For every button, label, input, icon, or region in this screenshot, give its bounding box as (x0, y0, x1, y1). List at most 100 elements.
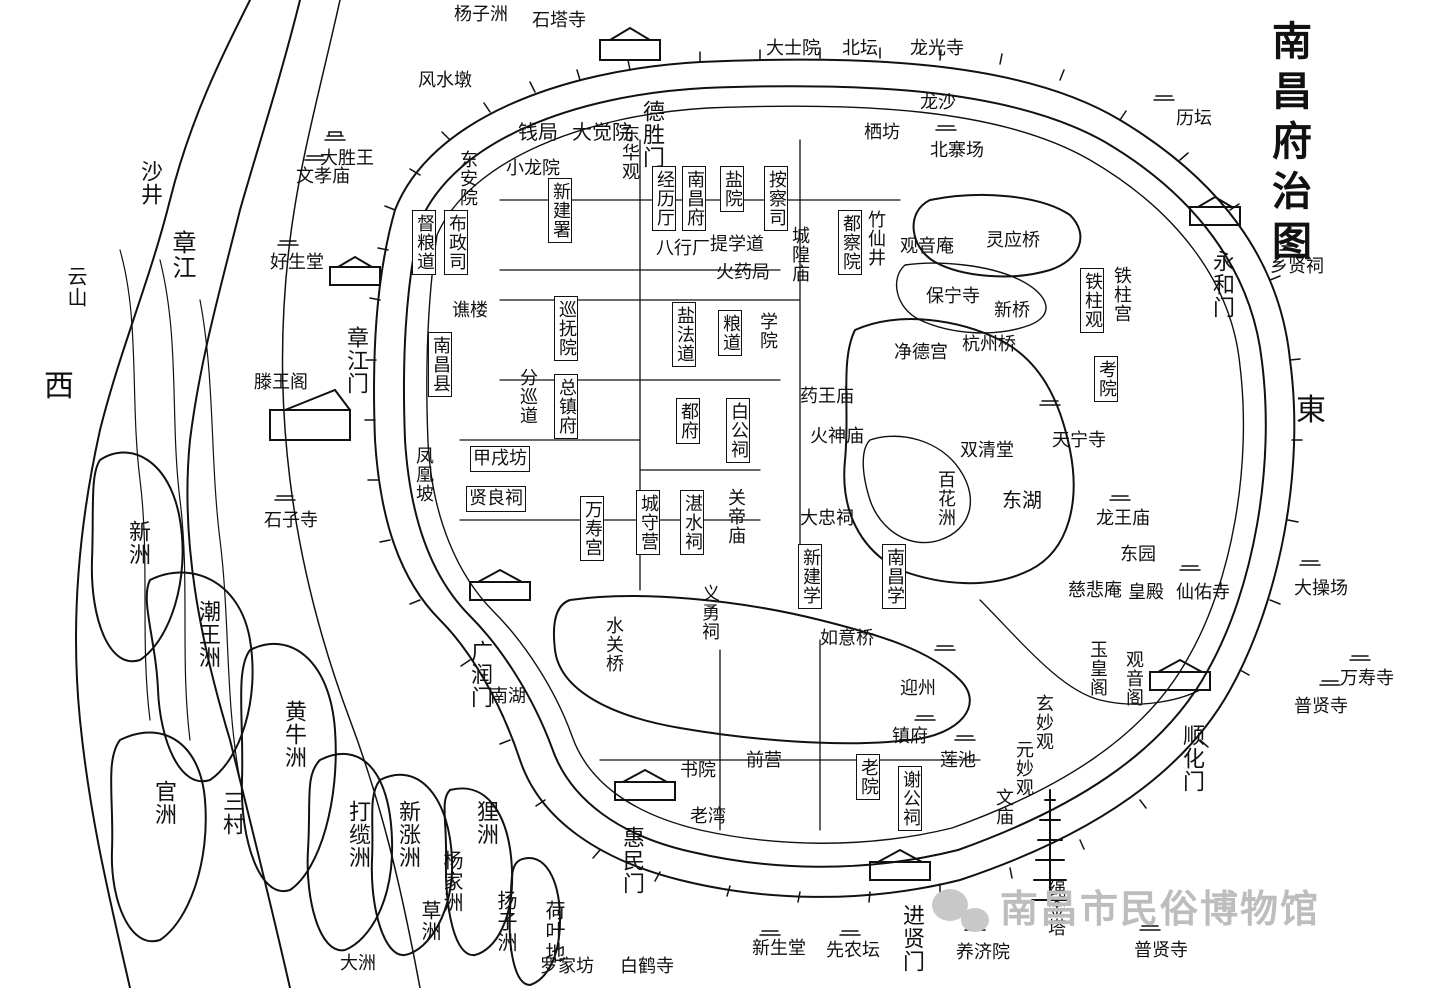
label-xiaolong: 小龙院 (506, 158, 560, 179)
label-kaoyuan: 考院 (1094, 356, 1118, 402)
tengwang-pavilion (269, 388, 351, 441)
island-dazhou: 大洲 (340, 953, 376, 974)
label-zhuxian: 竹仙井 (865, 210, 886, 267)
label-xiangxian: 乡贤祠 (1270, 256, 1324, 277)
xinzhou-island (90, 451, 184, 663)
label-hangzhouqiao: 杭州桥 (962, 334, 1016, 355)
label-qianxiansi: 普贤寺 (1294, 696, 1348, 717)
label-shuangfeng: 石塔寺 (532, 10, 586, 31)
label-baihuazhou: 百花洲 (935, 470, 956, 527)
huangniuzhou-island (240, 643, 337, 893)
label-guanyinan: 观音庵 (900, 236, 954, 257)
label-lianchi: 莲池 (940, 750, 976, 771)
label-wanshouling: 万寿寺 (1340, 668, 1394, 689)
label-luozhou: 罗家坊 (540, 956, 594, 977)
island-chaowangzhou: 潮王洲 (195, 600, 220, 669)
dezheng-gate-tower (599, 26, 661, 61)
shunhua-gate-tower (1149, 658, 1211, 691)
label-jingfu: 铁柱宫 (1111, 266, 1132, 323)
label-wanshougong: 万寿宫 (580, 496, 604, 561)
label-nanhu: 南湖 (490, 686, 526, 707)
label-yanfu: 盐法道 (672, 302, 696, 367)
pagoda (1031, 789, 1069, 901)
label-huangdian: 皇殿 (1128, 582, 1164, 603)
label-xinsheng: 新生堂 (752, 938, 806, 959)
label-yingzhou: 迎州 (900, 678, 936, 699)
gate-shunhua: 顺化门 (1179, 724, 1204, 793)
label-dashengwang: 大胜王 (320, 148, 374, 169)
island-caozhou: 草洲 (418, 900, 442, 942)
label-xiantong: 仙佑寺 (1176, 582, 1230, 603)
island-guanzhou: 官洲 (151, 780, 176, 826)
gate-dezheng: 德胜门 (639, 100, 664, 169)
label-nanchangfu: 南昌府 (682, 166, 706, 231)
label-wenxiao: 文孝庙 (296, 166, 350, 187)
label-donghu: 东湖 (1002, 488, 1042, 512)
island-sancun: 三村 (219, 790, 244, 836)
label-yangming: 养济院 (956, 942, 1010, 963)
label-beitan: 北坛 (842, 38, 878, 59)
label-jiayinfang: 甲戌坊 (470, 446, 530, 472)
zhangjiang-river-bank (75, 0, 251, 988)
label-dongyuan: 东园 (1120, 544, 1156, 565)
label-guanyinge: 观音阁 (1123, 650, 1144, 707)
label-chengzhong: 城守营 (636, 490, 660, 555)
label-shuyuan: 书院 (680, 760, 716, 781)
label-haotang: 好生堂 (270, 252, 324, 273)
island-huoyandi: 荷叶地 (542, 900, 566, 963)
chaowangzhou-island (145, 571, 254, 783)
south-lake (552, 595, 971, 745)
label-xiexie: 谢公祠 (898, 766, 922, 831)
gate-zhangjiang: 章江门 (343, 326, 368, 395)
river-zhangjiang: 章江 (168, 230, 196, 280)
label-shuangqing: 双清堂 (960, 440, 1014, 461)
label-daweici: 大忠祠 (800, 508, 854, 529)
river-yunshan: 云山 (64, 266, 88, 308)
island-dalanzhou: 打缆洲 (345, 800, 370, 869)
label-yaowang: 药王庙 (800, 386, 854, 407)
label-dacaochang: 大操场 (1294, 578, 1348, 599)
label-liangshui: 湛水祠 (680, 490, 704, 555)
label-ducha: 都察院 (838, 210, 862, 275)
label-zongbing: 总镇府 (554, 374, 578, 439)
lizhou-island (443, 787, 514, 957)
island-yangjiazhou: 杨家洲 (440, 850, 464, 913)
label-tengwang: 滕王阁 (254, 372, 308, 393)
label-ruyi: 如意桥 (820, 628, 874, 649)
label-fenghuangpo: 凤凰坡 (413, 446, 434, 503)
gate-huimin: 惠民门 (619, 826, 644, 895)
label-lizhuangbao: 历坛 (1176, 108, 1212, 129)
label-dongan: 东安院 (457, 150, 478, 207)
island-huangniuzhou: 黄牛洲 (281, 700, 306, 769)
label-qiaolou: 谯楼 (452, 300, 488, 321)
city-wall-inner (402, 85, 1267, 868)
label-huoshen: 火神庙 (810, 426, 864, 447)
label-xinjianshu: 新建署 (548, 178, 572, 243)
label-lingyingqiao: 灵应桥 (986, 230, 1040, 251)
label-wenmiao: 文庙 (993, 788, 1014, 826)
island-xinzhangzhou: 新涨洲 (395, 800, 420, 869)
huimin-gate-tower (614, 768, 676, 801)
label-baijiang: 白鹤寺 (620, 956, 674, 977)
jinxian-gate-tower (869, 848, 931, 881)
gate-jinxian: 进贤门 (899, 904, 924, 973)
label-tianning: 天宁寺 (1052, 430, 1106, 451)
label-huoyao: 火药局 (716, 262, 770, 283)
label-shangyingsi: 绳金塔 (1045, 880, 1066, 937)
label-xuanmiao: 玄妙观 (1033, 694, 1054, 751)
river-shajing: 沙井 (137, 160, 162, 206)
label-xuefu: 学院 (757, 312, 778, 350)
label-jingdegong: 净德宫 (894, 342, 948, 363)
donghu-lake (843, 318, 1075, 585)
label-longwang: 龙王庙 (1096, 508, 1150, 529)
gate-yonghe: 永和门 (1209, 250, 1234, 319)
label-laoyuan: 老院 (856, 754, 880, 800)
label-qifang: 栖坊 (864, 122, 900, 143)
label-buzhengsi: 布政司 (444, 210, 468, 275)
label-yiyong: 义勇祠 (699, 584, 720, 641)
label-yuanmiao: 元妙观 (1013, 740, 1034, 797)
label-longsha: 龙沙 (920, 92, 956, 113)
island-lizhou: 狸洲 (473, 800, 498, 846)
label-chenghuang: 城隍庙 (789, 226, 810, 283)
